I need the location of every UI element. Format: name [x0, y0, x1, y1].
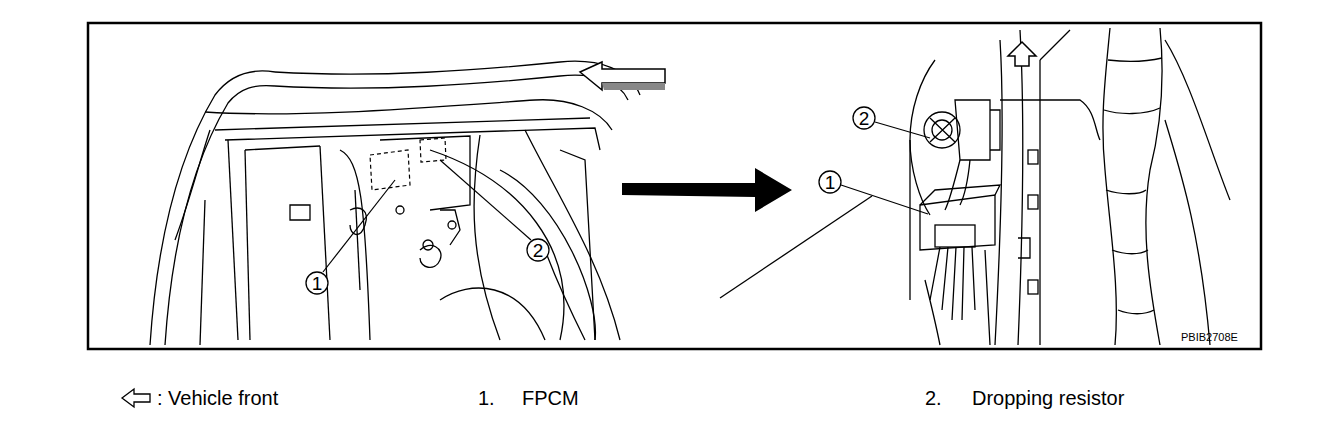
leader-line — [841, 122, 930, 214]
callout-circle — [306, 107, 875, 294]
callout-number: 2 — [859, 109, 870, 128]
direction-arrow — [580, 62, 665, 90]
direction-arrow — [1008, 42, 1036, 66]
callout-number: 2 — [533, 241, 544, 260]
part-name: FPCM — [522, 388, 579, 408]
zoom-arrow — [622, 168, 792, 212]
leader-line — [323, 160, 531, 272]
closeup-view — [720, 28, 1230, 345]
frame — [88, 23, 1261, 349]
arrow-shadow — [602, 83, 665, 90]
trunk-view — [150, 61, 640, 345]
callout-number: 1 — [825, 173, 836, 192]
caption-number: 2. — [925, 388, 942, 408]
legend-text: : Vehicle front — [157, 388, 278, 408]
callout-number: 1 — [312, 274, 323, 293]
legend-arrow-symbol — [122, 389, 150, 407]
hidden-part-outline — [370, 138, 446, 190]
figure-code: PBIB2708E — [1181, 332, 1238, 343]
caption-number: 1. — [478, 388, 495, 408]
part-name: Dropping resistor — [972, 388, 1124, 408]
